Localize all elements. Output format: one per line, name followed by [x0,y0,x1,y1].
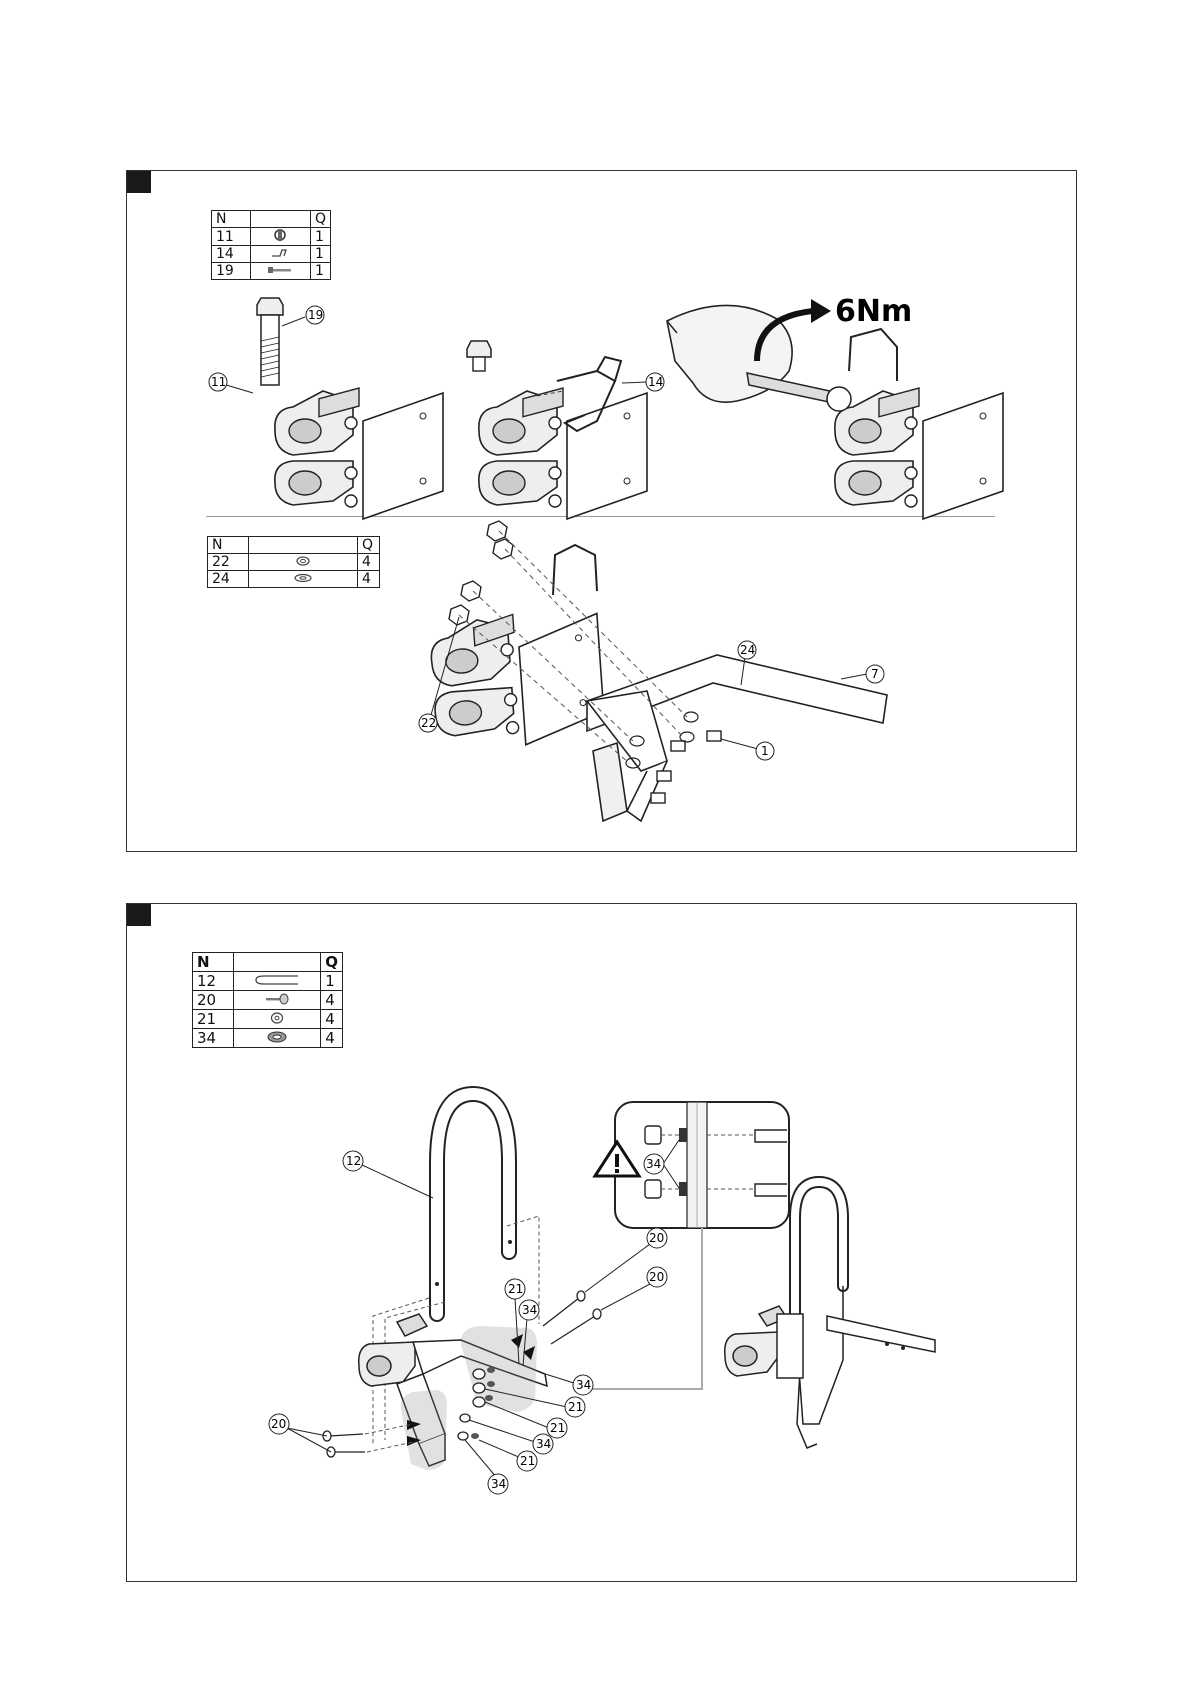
callout-20b: 20 [649,1270,664,1284]
callout-34d: 34 [491,1477,506,1491]
callout-24: 24 [740,643,755,657]
callout-7: 7 [871,667,879,681]
assembly-step-panel-2: N Q 12 1 20 4 21 4 34 [126,903,1077,1582]
illustration-hoop-exploded [323,1094,601,1470]
callout-34a: 34 [522,1303,537,1317]
assembly-illustrations-top: 6Nm [127,171,1078,853]
callout-21b: 21 [568,1400,583,1414]
assembly-step-panel-1: N Q 11 1 14 1 19 1 N [126,170,1077,852]
callout-12: 12 [346,1154,361,1168]
assembly-illustrations-bottom: 34 [127,904,1078,1583]
callout-11: 11 [211,375,226,389]
callout-19: 19 [308,308,323,322]
callout-34c: 34 [536,1437,551,1451]
illustration-clamp-with-clip [467,341,647,519]
callout-1: 1 [761,744,769,758]
callout-21c: 21 [550,1421,565,1435]
callout-22: 22 [421,716,436,730]
illustration-clamp-onto-bracket [429,521,887,821]
callout-21a: 21 [508,1282,523,1296]
illustration-clamp-with-bolt [257,298,443,519]
callout-20c: 20 [271,1417,286,1431]
callout-34b: 34 [576,1378,591,1392]
callout-14: 14 [648,375,663,389]
callout-20a: 20 [649,1231,664,1245]
callout-21d: 21 [520,1454,535,1468]
torque-value-label: 6Nm [835,294,912,329]
callout-34-detail: 34 [646,1157,661,1171]
illustration-clamp-torque: 6Nm [667,294,1003,519]
